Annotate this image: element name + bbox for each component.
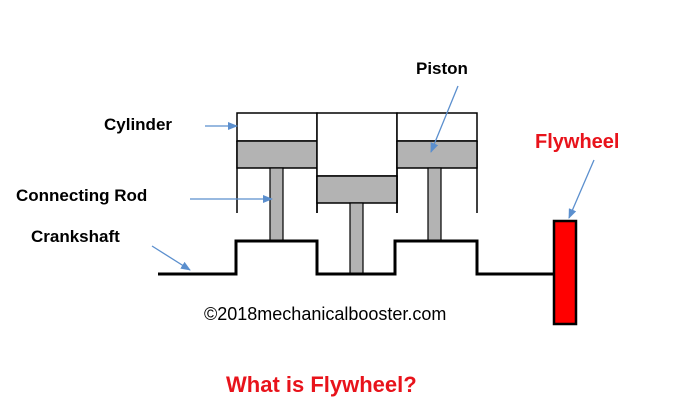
crankshaft-line [158, 239, 554, 276]
cylinder-label: Cylinder [104, 115, 172, 134]
crankshaft-arrow [151, 245, 191, 271]
crankshaft-label: Crankshaft [31, 227, 120, 246]
piston-label: Piston [416, 59, 468, 78]
piston-1 [236, 140, 318, 169]
connecting-rod-3 [427, 167, 442, 242]
connecting-rod-2 [349, 202, 364, 275]
flywheel-label: Flywheel [535, 131, 619, 153]
copyright-text: ©2018mechanicalbooster.com [204, 304, 446, 324]
diagram-title: What is Flywheel? [226, 372, 417, 397]
flywheel-disc [552, 219, 578, 326]
connecting-rod-1 [269, 167, 284, 242]
piston-3 [396, 140, 478, 169]
flywheel-arrow [568, 159, 595, 219]
connecting-rod-label: Connecting Rod [16, 186, 147, 205]
piston-arrow [430, 85, 459, 153]
piston-2 [316, 175, 398, 204]
